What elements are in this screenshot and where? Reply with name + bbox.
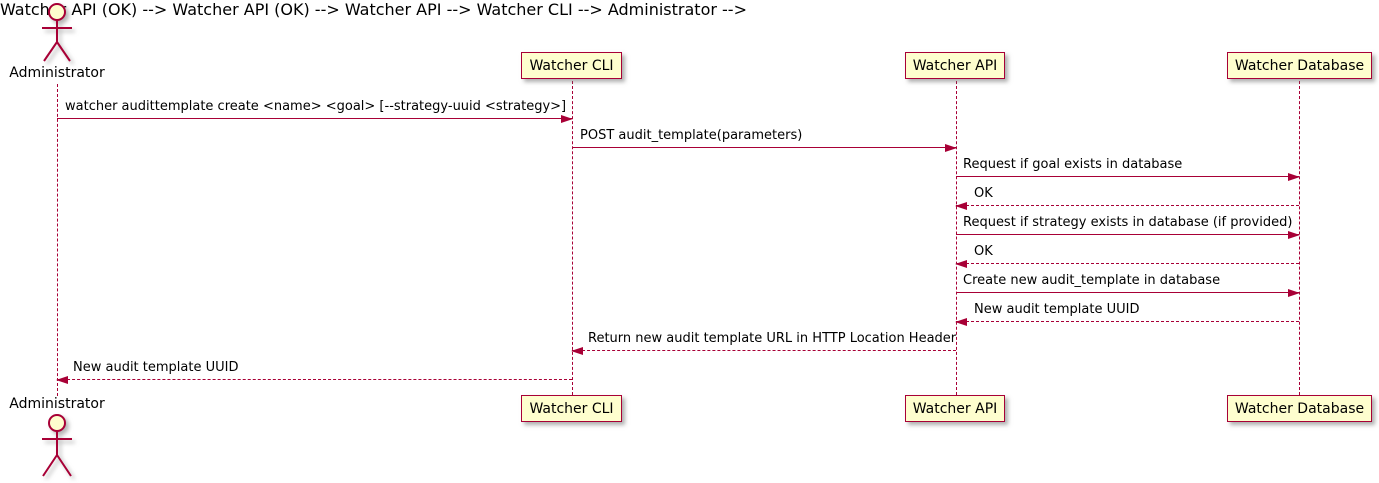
participant-watcher-cli-top: Watcher CLI [521,52,622,79]
message-6-arrow [955,260,1299,268]
message-2-arrow [572,144,957,152]
message-4-label: OK [974,186,993,201]
actor-administrator-top-icon [42,3,72,62]
message-7-label: Create new audit_template in database [963,273,1221,288]
message-5-label: Request if strategy exists in database (… [963,215,1293,230]
participant-watcher-database-top: Watcher Database [1227,52,1372,79]
arrowhead-left-icon [56,376,68,384]
participant-watcher-api-top: Watcher API [905,52,1005,79]
message-9-arrow [571,347,956,355]
message-4-arrow [955,202,1299,210]
message-1-label: watcher audittemplate create <name> <goa… [65,99,567,114]
message-3-label: Request if goal exists in database [963,157,1183,172]
message-10-label: New audit template UUID [73,360,239,375]
arrowhead-right-icon [945,144,957,152]
message-8-arrow [955,318,1299,326]
arrowhead-left-icon [955,202,967,210]
arrowhead-right-icon [561,115,573,123]
arrowhead-right-icon [1288,289,1300,297]
actor-administrator-bottom-icon [42,414,72,477]
arrowhead-right-icon [1288,231,1300,239]
arrowhead-left-icon [955,260,967,268]
message-2-label: POST audit_template(parameters) [580,128,803,143]
lifeline-watcher-cli [572,81,573,395]
message-9-label: Return new audit template URL in HTTP Lo… [588,331,957,346]
actor-administrator-bottom-label: Administrator [9,396,105,412]
lifeline-watcher-api [956,81,957,395]
message-3-arrow [956,173,1300,181]
arrowhead-right-icon [1288,173,1300,181]
message-5-arrow [956,231,1300,239]
message-8-label: New audit template UUID [974,302,1140,317]
message-1-arrow [57,115,573,123]
participant-watcher-database-bottom: Watcher Database [1227,395,1372,422]
message-7-arrow [956,289,1300,297]
actor-administrator-top-label: Administrator [9,65,105,81]
arrowhead-left-icon [571,347,583,355]
arrowhead-left-icon [955,318,967,326]
message-6-label: OK [974,244,993,259]
message-10-arrow [56,376,572,384]
lifeline-administrator [57,84,58,396]
participant-watcher-api-bottom: Watcher API [905,395,1005,422]
participant-watcher-cli-bottom: Watcher CLI [521,395,622,422]
